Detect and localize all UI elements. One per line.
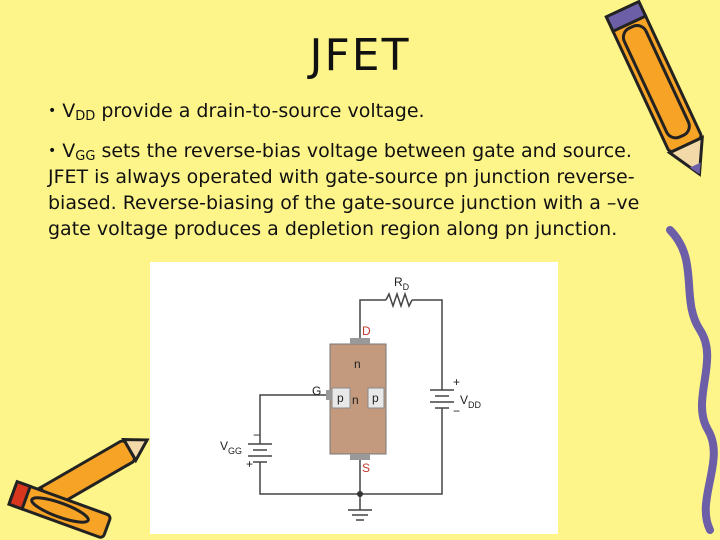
junction-dot <box>357 491 363 497</box>
gate-label: G <box>312 384 321 398</box>
bullet-dot: • <box>48 143 57 159</box>
bullet-text: sets the reverse-bias voltage between ga… <box>48 140 640 240</box>
vgg-label: VGG <box>220 439 242 456</box>
wire-bottom-right <box>360 412 443 495</box>
pencils-icon <box>6 437 150 539</box>
channel-label: n <box>354 357 361 371</box>
vdd-plus: + <box>453 375 460 389</box>
circuit-svg: RD D n G p n p S + VDD − − VGG + <box>220 275 482 521</box>
slide-title: JFET <box>309 30 411 81</box>
bullet-list: •VDD provide a drain-to-source voltage. … <box>48 98 658 242</box>
bullet-item-vdd: • VDD provide a drain-to-source voltage. <box>48 98 658 124</box>
pencil-icon <box>604 0 718 534</box>
vdd-label: VDD <box>460 393 482 410</box>
drain-contact <box>350 338 370 344</box>
wire-drain-top <box>359 299 386 324</box>
wire-gate <box>259 394 330 440</box>
resistor-rd <box>385 291 413 309</box>
resistor-label: RD <box>394 275 410 292</box>
source-label: S <box>362 461 370 475</box>
vgg-minus: − <box>253 428 260 442</box>
bullet-subscript: DD <box>75 109 96 124</box>
vdd-minus: − <box>453 404 460 418</box>
p-left-label: p <box>337 391 344 405</box>
bullet-prefix: V <box>62 140 76 162</box>
bullet-text: provide a drain-to-source voltage. <box>95 100 425 122</box>
jfet-circuit-diagram: RD D n G p n p S + VDD − − VGG + <box>150 262 558 534</box>
wire-top-right <box>412 299 443 382</box>
channel-label-inner: n <box>352 393 359 407</box>
gate-contact <box>326 390 332 400</box>
p-region-right <box>367 387 385 409</box>
vgg-plus: + <box>246 457 253 471</box>
bullet-prefix: V <box>62 100 76 122</box>
drain-label: D <box>362 324 371 338</box>
battery-vdd <box>430 389 454 409</box>
ground-icon <box>348 509 372 521</box>
p-right-label: p <box>372 391 379 405</box>
circuit-wires <box>259 299 443 510</box>
bullet-subscript: GG <box>75 149 96 164</box>
source-contact <box>350 454 370 460</box>
bullet-dot: • <box>48 103 57 119</box>
bullet-item-vgg: • VGG sets the reverse-bias voltage betwe… <box>48 138 658 242</box>
wire-bottom-left <box>259 464 361 495</box>
